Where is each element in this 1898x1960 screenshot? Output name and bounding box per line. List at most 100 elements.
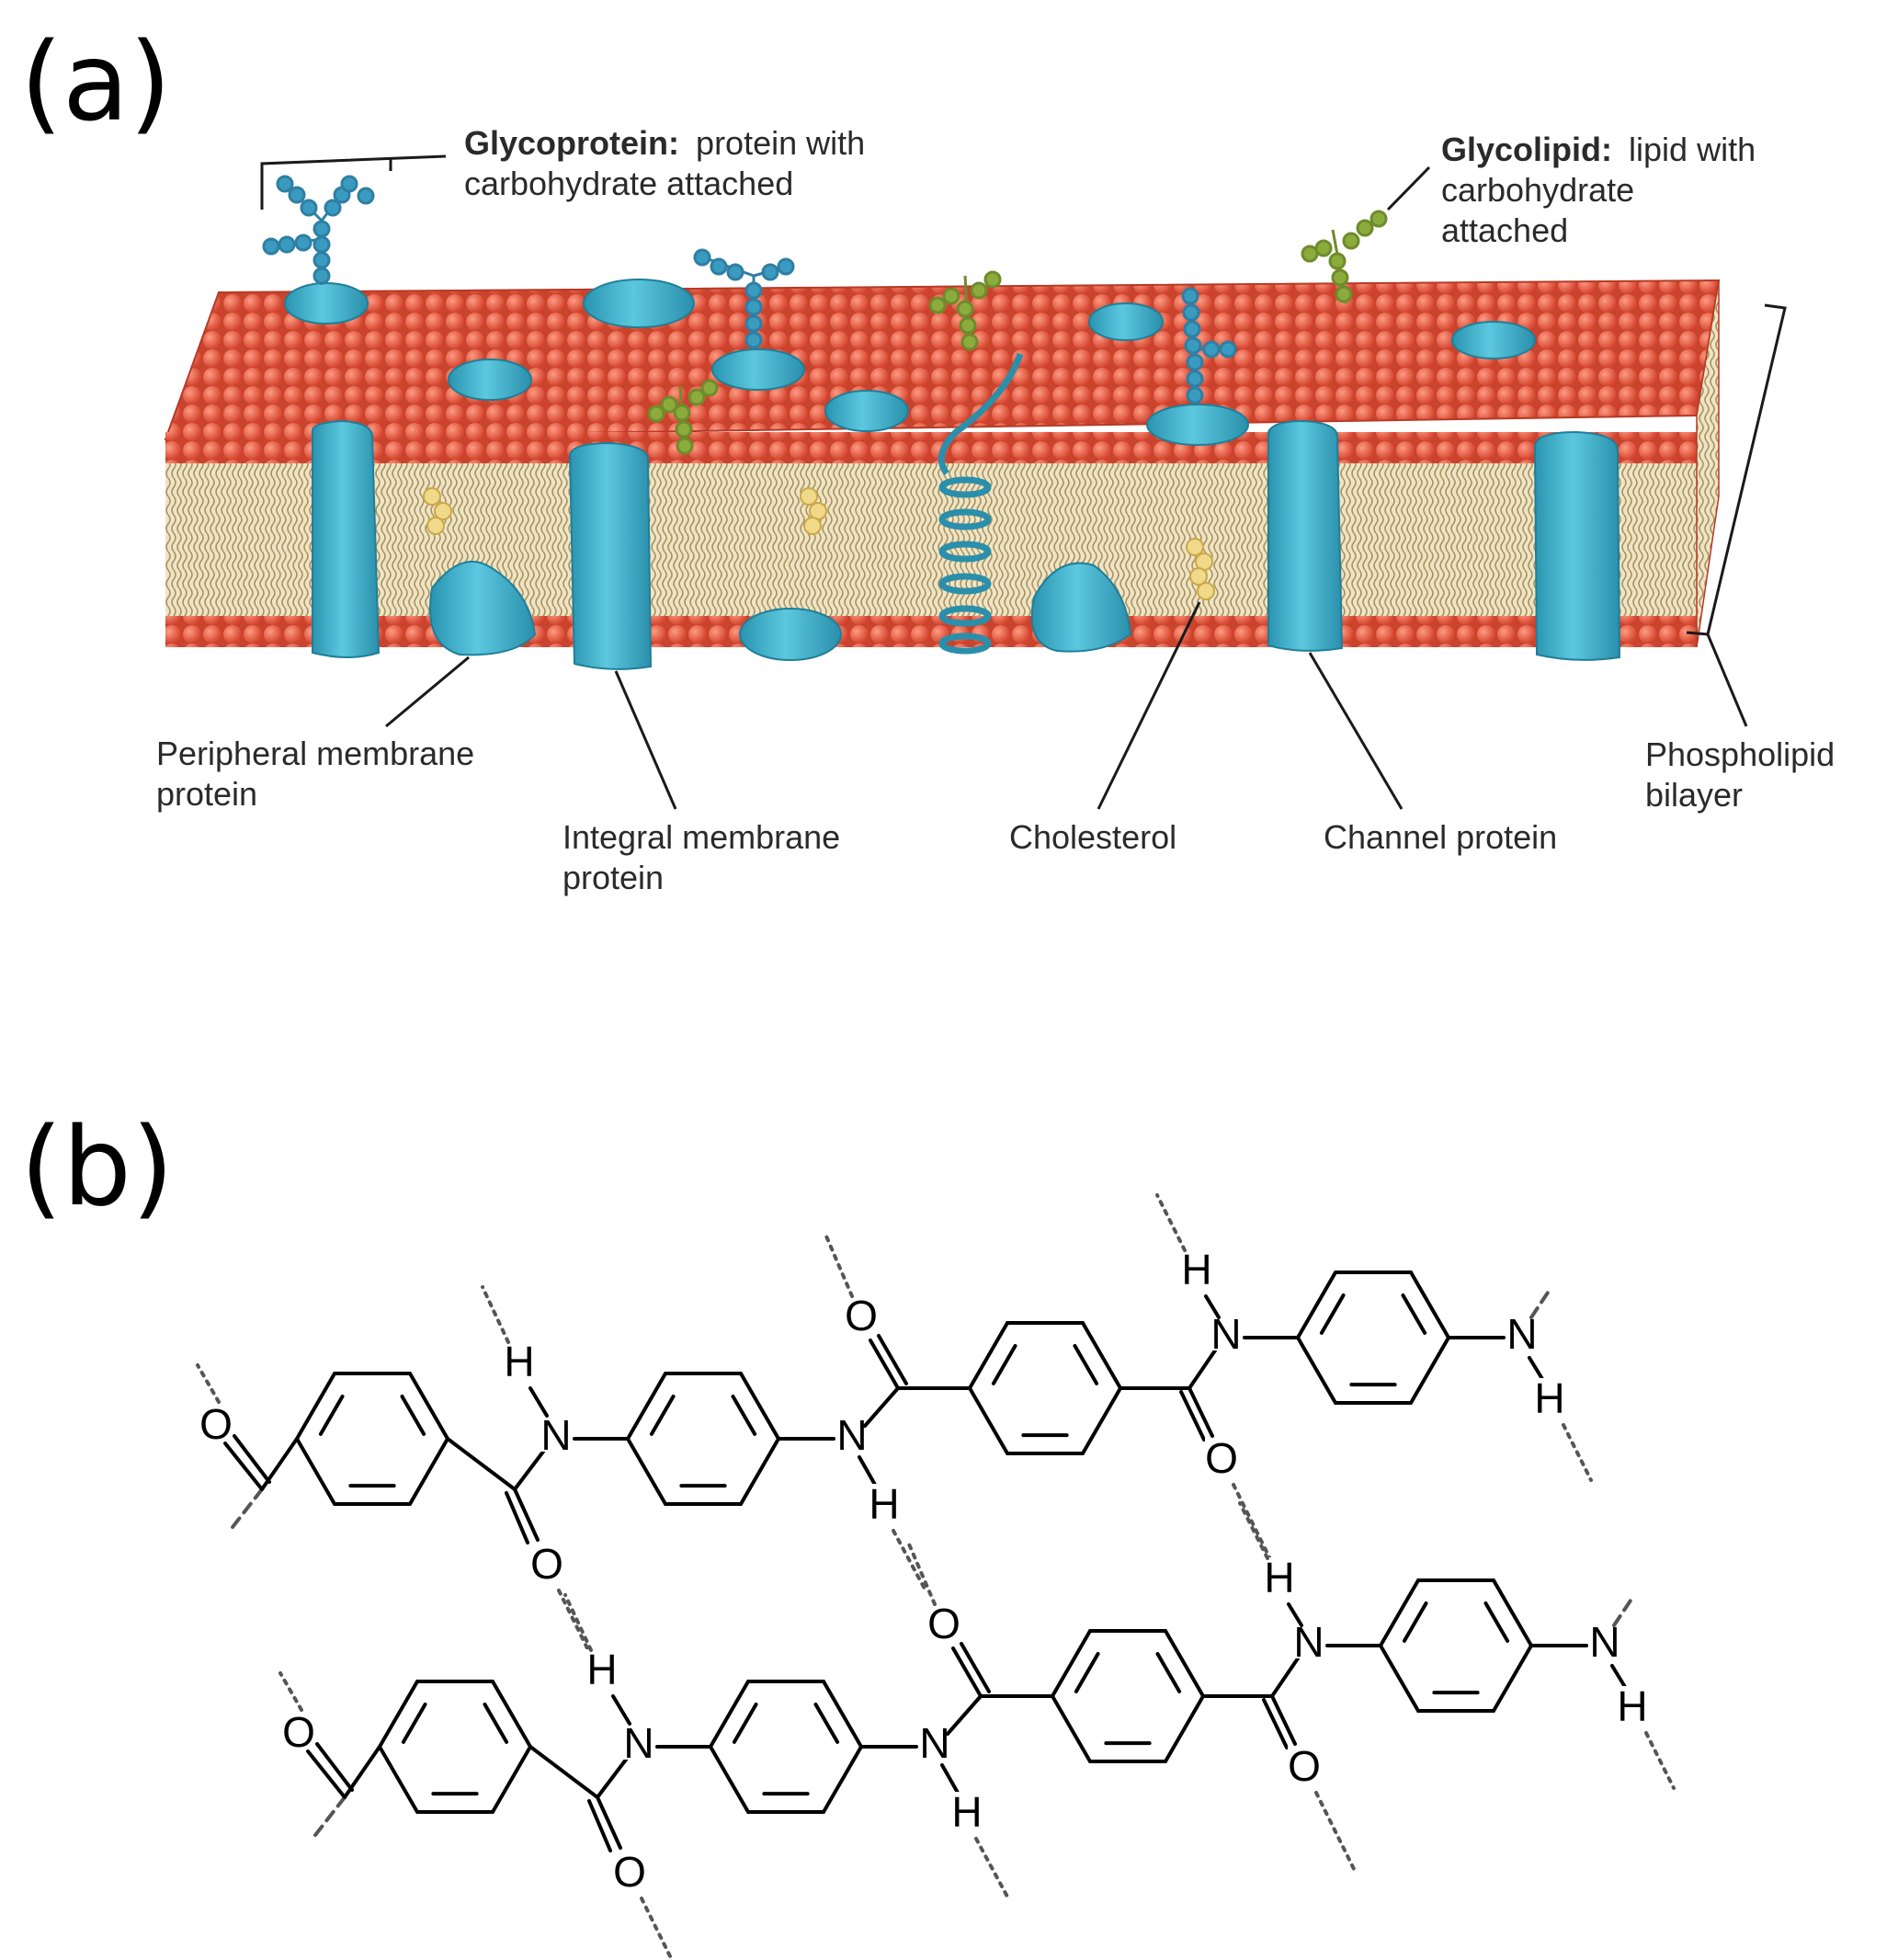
carbonyl-double-bond bbox=[1270, 1694, 1297, 1746]
atom-background bbox=[503, 1341, 536, 1378]
bilayer-label-2: bilayer bbox=[1645, 776, 1743, 814]
surface-protein bbox=[1451, 321, 1536, 359]
oxygen-atom: O bbox=[530, 1540, 563, 1588]
oxygen-atom: O bbox=[845, 1292, 878, 1339]
atom-background bbox=[1292, 1622, 1325, 1658]
nitrogen-atom: N bbox=[623, 1719, 654, 1767]
chain-end-bond bbox=[1529, 1285, 1553, 1319]
hydrogen-bond bbox=[563, 1593, 593, 1652]
panel-a-letter: (a) bbox=[20, 18, 171, 145]
aromatic-double-bond bbox=[732, 1702, 758, 1744]
leader-lines bbox=[260, 154, 1787, 810]
carbonyl-double-bond bbox=[233, 1434, 271, 1484]
oxygen-atom: O bbox=[1205, 1434, 1238, 1482]
atom-background bbox=[1588, 1622, 1621, 1658]
aromatic-double-bond bbox=[1402, 1601, 1428, 1643]
bond bbox=[513, 1450, 545, 1491]
aromatic-double-bond bbox=[1074, 1651, 1100, 1693]
carbonyl-double-bond bbox=[513, 1487, 540, 1542]
peripheral-membrane-protein bbox=[429, 561, 537, 656]
aromatic-double-bond bbox=[1155, 1651, 1182, 1693]
atom-background bbox=[613, 1852, 646, 1888]
chain-end-bond bbox=[311, 1795, 347, 1840]
surface-protein bbox=[448, 359, 532, 401]
chain-end-bond bbox=[1612, 1593, 1636, 1627]
hydrogen-bond bbox=[640, 1897, 675, 1960]
channel-protein-label: Channel protein bbox=[1324, 818, 1557, 856]
integral-label-2: protein bbox=[563, 859, 664, 896]
carbonyl-double-bond bbox=[1179, 1390, 1206, 1442]
hydrogen-bond bbox=[905, 1538, 937, 1606]
n-h-bond bbox=[611, 1694, 631, 1726]
atom-background bbox=[927, 1603, 960, 1640]
integral-label-1: Integral membrane bbox=[563, 818, 840, 856]
oxygen-atom: O bbox=[927, 1600, 960, 1647]
atom-background bbox=[845, 1295, 878, 1332]
channel-leader bbox=[1308, 652, 1404, 810]
cholesterol-molecules bbox=[423, 487, 1215, 600]
bilayer-label-1: Phospholipid bbox=[1645, 735, 1835, 773]
bond bbox=[528, 1745, 599, 1799]
hydrogen-atom: H bbox=[1534, 1374, 1564, 1422]
atom-background bbox=[868, 1484, 901, 1521]
bond bbox=[446, 1437, 517, 1491]
glycoprotein-label: Glycoprotein: protein with bbox=[464, 124, 865, 162]
hydrogen-bond bbox=[974, 1837, 1010, 1900]
integral-protein-far-right bbox=[1533, 430, 1621, 661]
n-h-bond bbox=[858, 1455, 877, 1487]
atom-background bbox=[622, 1723, 655, 1760]
atom-background bbox=[585, 1649, 619, 1686]
hydrogen-bond bbox=[196, 1363, 221, 1404]
helical-protein bbox=[938, 352, 1024, 655]
atom-background bbox=[199, 1404, 233, 1441]
carbonyl-double-bond bbox=[960, 1642, 991, 1693]
glycoprotein-bracket bbox=[260, 154, 447, 210]
atom-background bbox=[1205, 1438, 1238, 1475]
carbonyl-double-bond bbox=[877, 1334, 908, 1385]
surface-protein bbox=[711, 348, 805, 391]
atom-background bbox=[1210, 1314, 1243, 1350]
peripheral-protein bbox=[1030, 562, 1132, 653]
nitrogen-atom: N bbox=[836, 1411, 867, 1459]
n-h-bond bbox=[1204, 1294, 1221, 1319]
n-h-bond bbox=[528, 1386, 549, 1418]
bond bbox=[1188, 1349, 1217, 1390]
surface-protein bbox=[1088, 302, 1164, 341]
glycoprotein-term: Glycoprotein: bbox=[464, 124, 679, 162]
glycolipid-leader bbox=[1386, 165, 1431, 211]
glycolipid-term: Glycolipid: bbox=[1441, 131, 1612, 168]
glycoprotein-desc-2: carbohydrate attached bbox=[464, 165, 793, 202]
n-h-bond bbox=[1528, 1356, 1544, 1381]
atom-background bbox=[1288, 1746, 1321, 1783]
n-h-bond bbox=[1287, 1602, 1303, 1627]
glycolipid-desc-1: lipid with bbox=[1629, 131, 1756, 168]
hydrogen-atom: H bbox=[586, 1646, 617, 1693]
carbonyl-double-bond bbox=[1188, 1386, 1214, 1438]
bond bbox=[863, 1386, 900, 1428]
aromatic-double-bond bbox=[1319, 1293, 1346, 1335]
hydrogen-atom: H bbox=[1181, 1246, 1211, 1293]
carbonyl-double-bond bbox=[223, 1442, 264, 1491]
oxygen-atom: O bbox=[613, 1848, 646, 1896]
hydrogen-bond bbox=[278, 1671, 303, 1712]
surface-protein bbox=[583, 279, 695, 328]
peripheral-label-1: Peripheral membrane bbox=[156, 735, 474, 772]
nitrogen-atom: N bbox=[1293, 1618, 1324, 1666]
hydrogen-bond bbox=[1314, 1791, 1357, 1873]
peripheral-protein bbox=[739, 608, 842, 661]
atom-background bbox=[540, 1415, 573, 1452]
surface-proteins bbox=[284, 279, 1536, 446]
oxygen-atom: O bbox=[199, 1400, 233, 1448]
hydrogen-bond bbox=[557, 1589, 595, 1661]
aromatic-double-bond bbox=[731, 1394, 757, 1436]
hydrogen-atom: H bbox=[504, 1338, 534, 1385]
hydrogen-bond bbox=[892, 1529, 927, 1592]
atom-background bbox=[950, 1792, 983, 1829]
surface-protein bbox=[284, 282, 369, 325]
carbonyl-double-bond bbox=[587, 1799, 612, 1852]
carbonyl-double-bond bbox=[869, 1339, 900, 1390]
cholesterol-leader bbox=[1097, 601, 1201, 810]
carbonyl-double-bond bbox=[596, 1795, 622, 1850]
bilayer-upper-head-row bbox=[165, 432, 1697, 463]
chain-end-bond bbox=[228, 1487, 264, 1533]
